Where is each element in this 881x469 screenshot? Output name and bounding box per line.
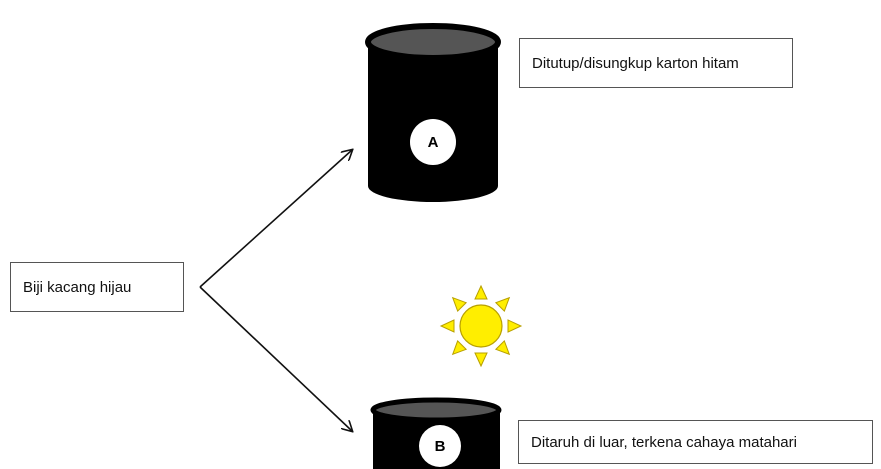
container-a-description: Ditutup/disungkup karton hitam — [532, 54, 739, 72]
marker-a — [410, 119, 456, 165]
sun-ray — [507, 319, 523, 333]
marker-b — [419, 425, 461, 467]
sun-ray — [494, 339, 511, 356]
sun-icon — [439, 284, 523, 368]
marker-a-label: A — [428, 134, 439, 151]
sun-ray — [474, 284, 488, 300]
source-label-box: Biji kacang hijau — [10, 262, 184, 312]
sun-ray — [439, 319, 455, 333]
source-label: Biji kacang hijau — [23, 278, 132, 296]
container-b-description-box: Ditaruh di luar, terkena cahaya matahari — [518, 420, 873, 464]
container-a-description-box: Ditutup/disungkup karton hitam — [519, 38, 793, 88]
sun-ray — [451, 339, 468, 356]
arrow-to-container-a — [199, 150, 352, 288]
sun-ray — [494, 296, 511, 313]
arrow-to-container-b — [199, 286, 352, 431]
container-b-description: Ditaruh di luar, terkena cahaya matahari — [531, 433, 797, 451]
container-b: B — [370, 397, 502, 469]
container-a: A — [365, 23, 501, 202]
marker-b-label: B — [435, 438, 446, 455]
sun-ray — [451, 296, 468, 313]
sun-ray — [474, 352, 488, 368]
sun-body — [459, 304, 503, 348]
